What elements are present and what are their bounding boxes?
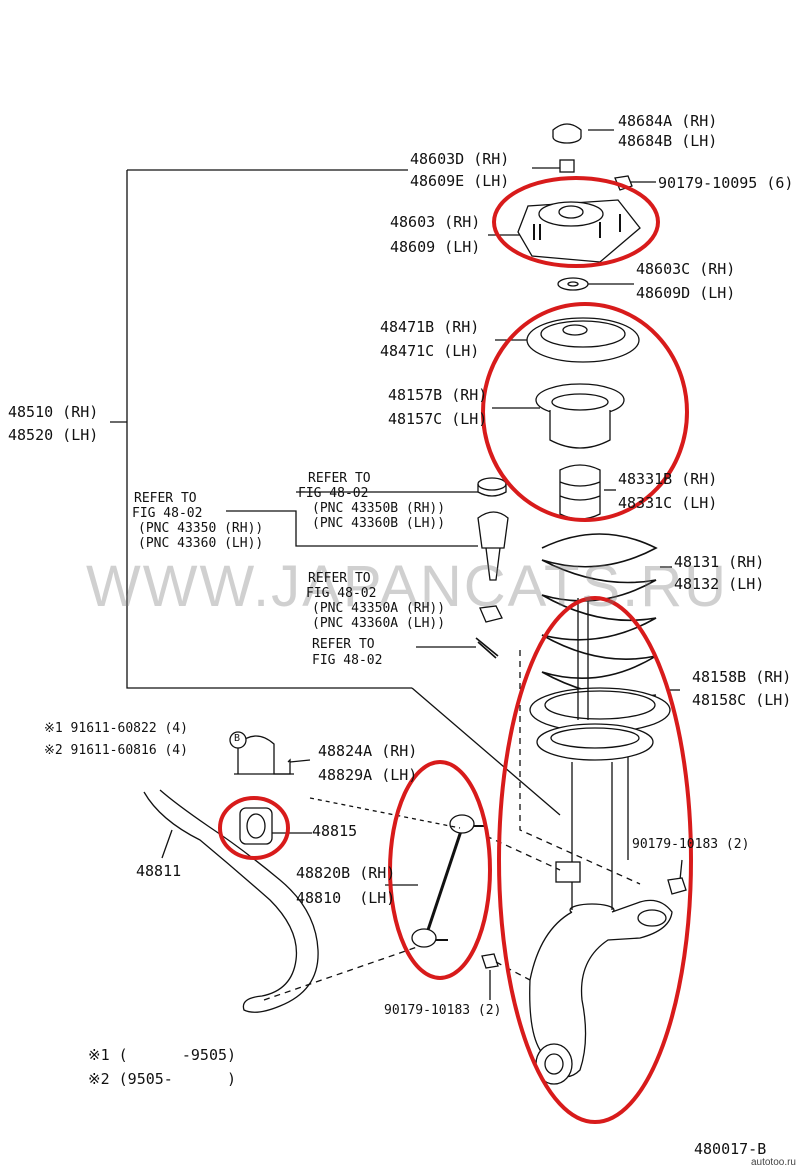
label-90179-10183-strut: 90179-10183 (2) <box>632 837 750 852</box>
pnc-43350: (PNC 43350 (RH)) <box>138 521 264 536</box>
pnc-43350a: (PNC 43350A (RH)) <box>312 601 446 616</box>
label-48331c: 48331C (LH) <box>618 494 718 512</box>
refer-to-1: REFER TO <box>308 471 371 486</box>
label-48158b: 48158B (RH) <box>692 668 792 686</box>
label-48471c: 48471C (LH) <box>380 342 480 360</box>
label-90179-10095: 90179-10095 (6) <box>658 174 794 192</box>
label-48132: 48132 (LH) <box>674 575 765 593</box>
pnc-43360b: (PNC 43360B (LH)) <box>312 516 446 531</box>
note2-range: ※2 (9505- ) <box>88 1070 237 1088</box>
highlight-group <box>218 176 693 1124</box>
label-48609: 48609 (LH) <box>390 238 481 256</box>
watermark: WWW.JAPANCATS.RU <box>86 554 729 619</box>
leader-strut <box>411 687 561 816</box>
label-48609e: 48609E (LH) <box>410 172 510 190</box>
callout-b-label: B <box>234 733 241 744</box>
label-48158c: 48158C (LH) <box>692 691 792 709</box>
label-48810: 48810 (LH) <box>296 889 396 907</box>
highlight-shock-absorber <box>497 596 693 1124</box>
label-48471b: 48471B (RH) <box>380 318 480 336</box>
label-48815: 48815 <box>312 822 358 840</box>
note1-part: ※1 91611-60822 (4) <box>44 721 188 736</box>
label-48824a: 48824A (RH) <box>318 742 418 760</box>
pnc-43360: (PNC 43360 (LH)) <box>138 536 264 551</box>
label-48157b: 48157B (RH) <box>388 386 488 404</box>
refer-to-2: REFER TO <box>134 491 197 506</box>
fig-ref-3: FIG 48-02 <box>306 586 377 601</box>
refer-to-3: REFER TO <box>308 571 371 586</box>
label-48820b: 48820B (RH) <box>296 864 396 882</box>
pnc-43360a: (PNC 43360A (LH)) <box>312 616 446 631</box>
refer-to-4: REFER TO <box>312 637 375 652</box>
bracket-balljoint <box>226 510 478 547</box>
label-48603: 48603 (RH) <box>390 213 481 231</box>
fig-ref-2: FIG 48-02 <box>132 506 203 521</box>
pnc-43350b: (PNC 43350B (RH)) <box>312 501 446 516</box>
label-90179-10183-link: 90179-10183 (2) <box>384 1003 502 1018</box>
site-mark: autotoo.ru <box>750 1157 796 1168</box>
label-48609d: 48609D (LH) <box>636 284 736 302</box>
label-48131: 48131 (RH) <box>674 553 765 571</box>
label-48684a: 48684A (RH) <box>618 112 718 130</box>
callout-b-circle <box>229 731 247 749</box>
note2-part: ※2 91611-60816 (4) <box>44 743 188 758</box>
bracket-left-line <box>126 170 412 689</box>
label-48331b: 48331B (RH) <box>618 470 718 488</box>
label-48684b: 48684B (LH) <box>618 132 718 150</box>
note1-range: ※1 ( -9505) <box>88 1046 237 1064</box>
label-48603c: 48603C (RH) <box>636 260 736 278</box>
label-48510: 48510 (RH) <box>8 403 99 421</box>
highlight-support-mount <box>492 176 660 268</box>
label-48157c: 48157C (LH) <box>388 410 488 428</box>
label-48520: 48520 (LH) <box>8 426 99 444</box>
highlight-stabilizer-link <box>388 760 492 980</box>
label-48811: 48811 <box>136 862 182 880</box>
fig-ref-4: FIG 48-02 <box>312 653 383 668</box>
label-48829a: 48829A (LH) <box>318 766 418 784</box>
fig-ref-1: FIG 48-02 <box>298 486 369 501</box>
figure-code: 480017-B <box>694 1140 767 1158</box>
highlight-bushing <box>218 796 290 860</box>
label-48603d: 48603D (RH) <box>410 150 510 168</box>
highlight-seat-insulator <box>481 302 689 522</box>
